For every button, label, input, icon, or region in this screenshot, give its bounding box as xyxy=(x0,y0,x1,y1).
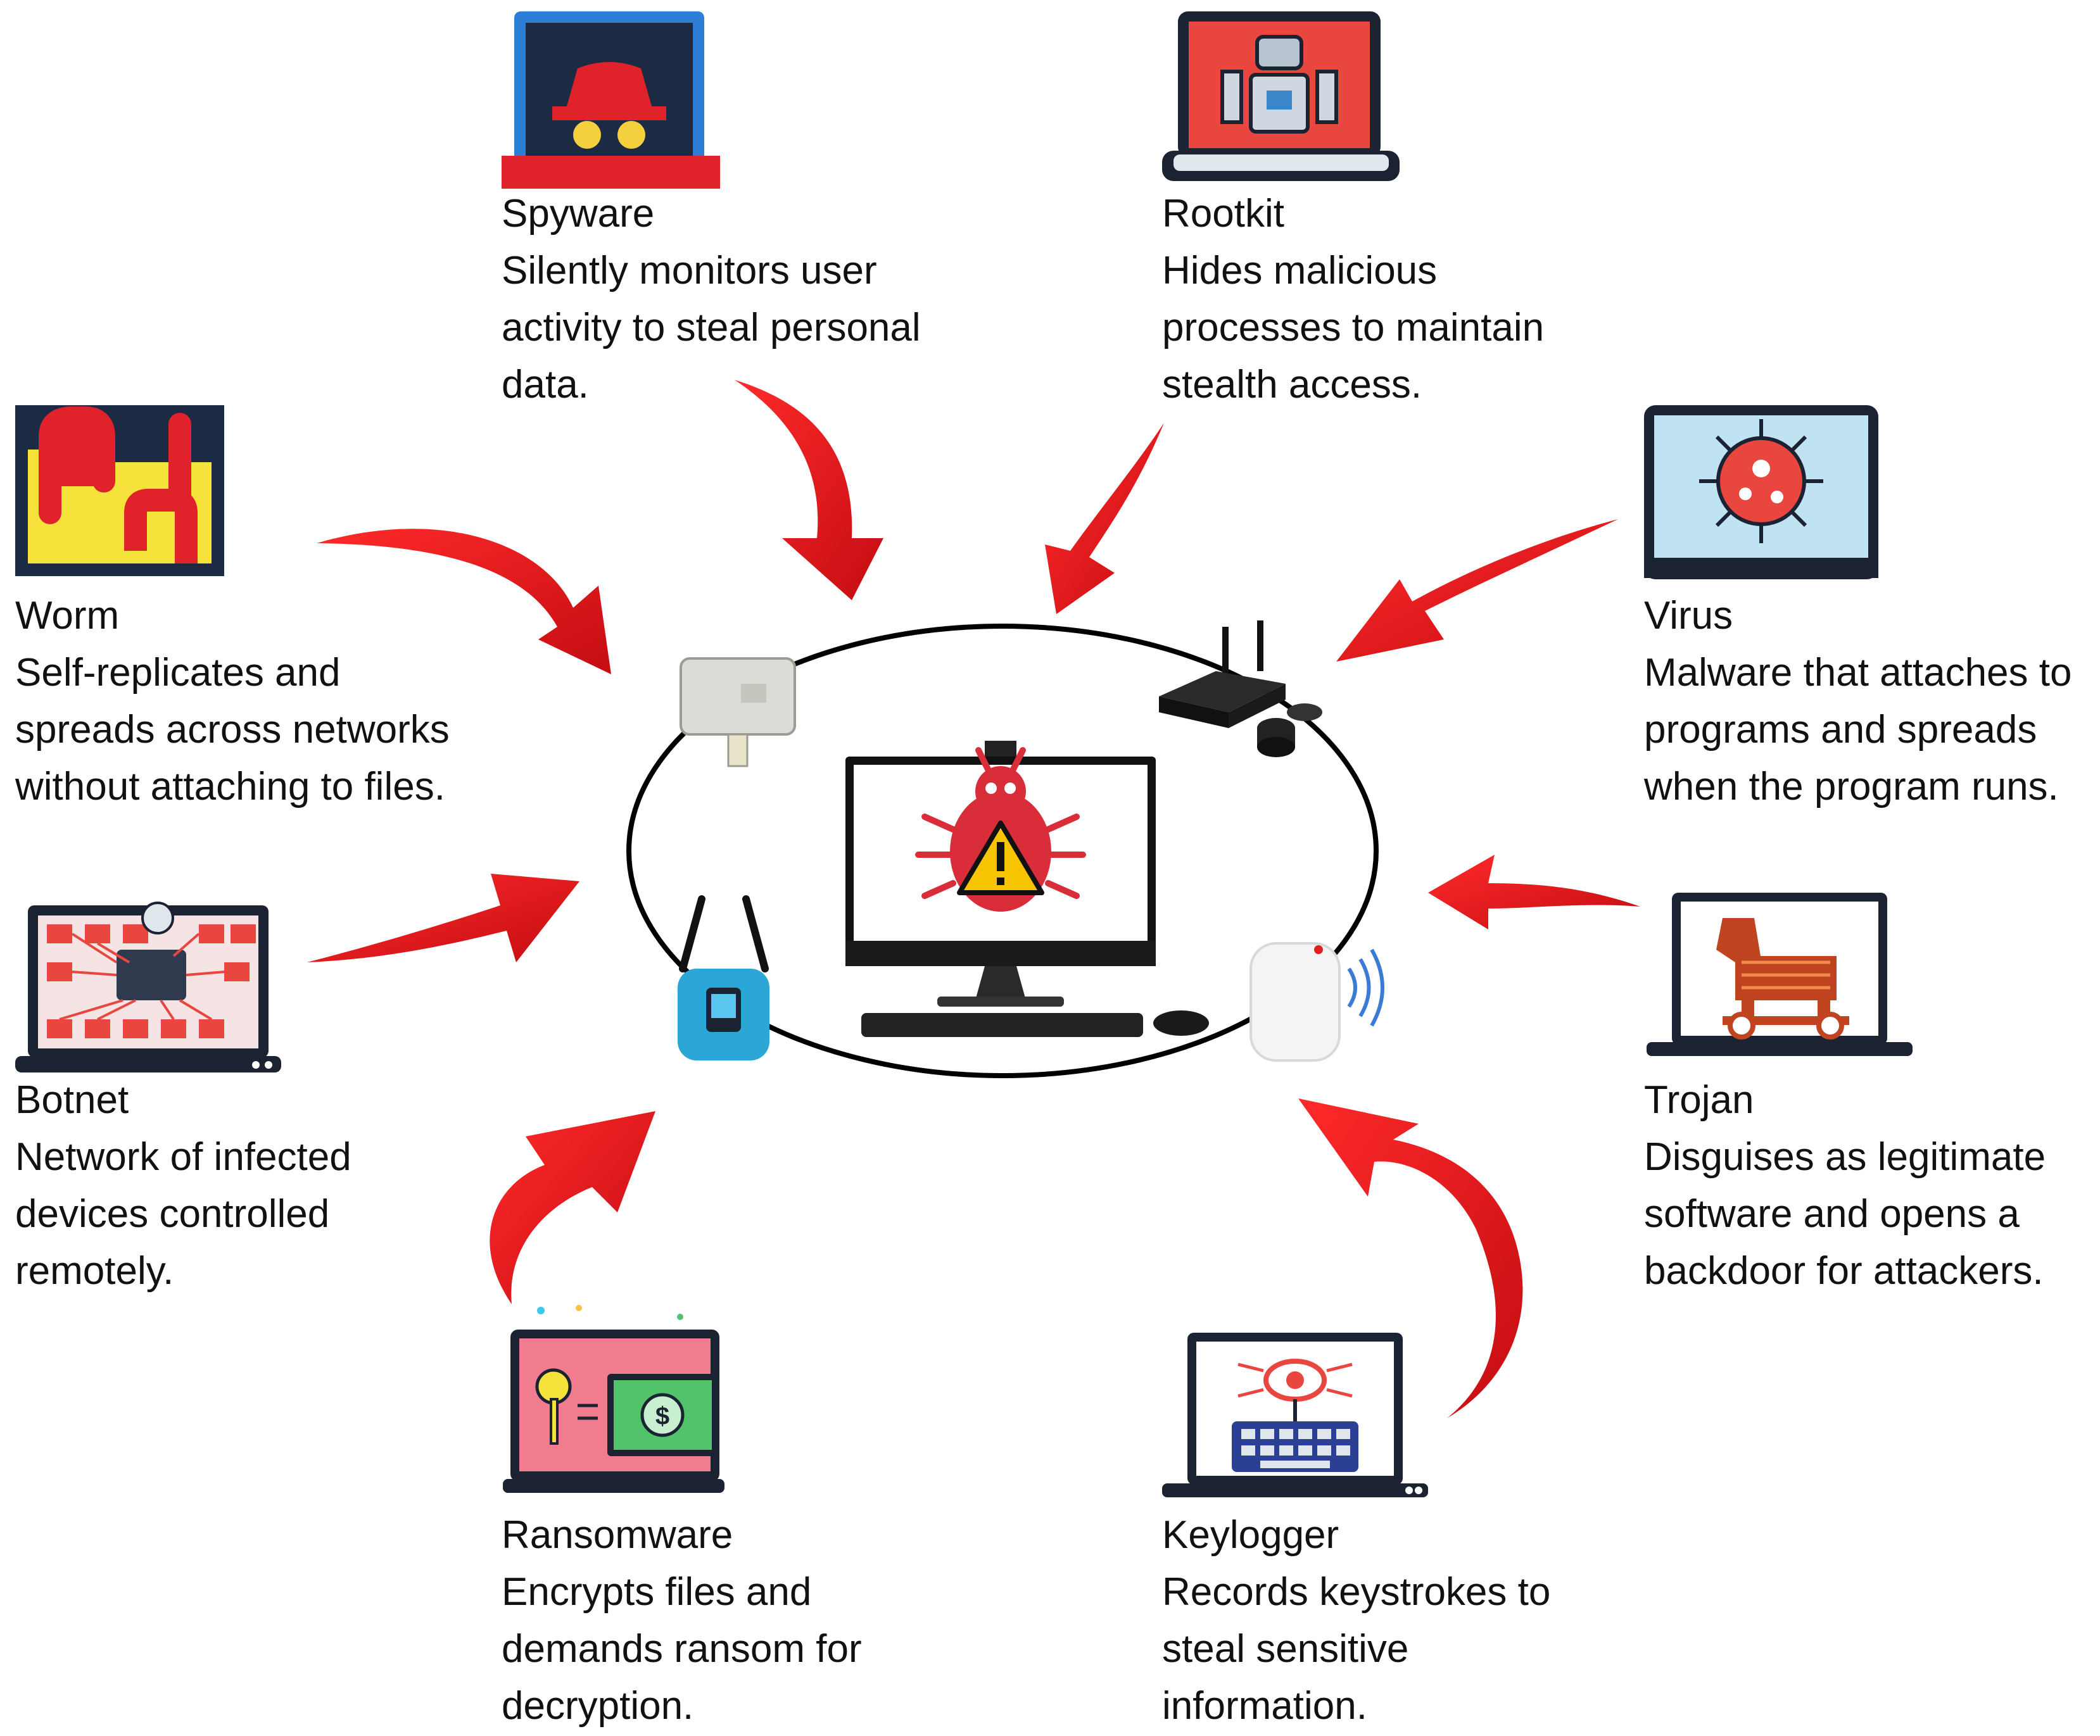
rootkit-description: Rootkit Hides malicious processes to mai… xyxy=(1162,186,1544,413)
worm-title: Worm xyxy=(15,594,120,638)
botnet-laptop-icon xyxy=(15,902,281,1072)
worm-folder-icon xyxy=(15,405,224,576)
arrow-trojan xyxy=(1428,855,1640,929)
spyware-line-2: activity to steal personal xyxy=(502,306,921,349)
ransomware-line-1: Encrypts files and xyxy=(502,1570,812,1614)
arrow-rootkit xyxy=(1045,423,1164,614)
keylogger-line-2: steal sensitive xyxy=(1162,1627,1409,1671)
spyware-laptop-icon xyxy=(502,11,720,189)
trojan-description: Trojan Disguises as legitimate software … xyxy=(1644,1072,2046,1300)
keylogger-laptop-icon xyxy=(1162,1333,1428,1497)
keylogger-title: Keylogger xyxy=(1162,1513,1339,1557)
ransomware-line-2: demands ransom for xyxy=(502,1627,862,1671)
botnet-line-2: devices controlled xyxy=(15,1192,330,1236)
virus-line-3: when the program runs. xyxy=(1644,765,2059,808)
arrow-ransomware xyxy=(490,1111,655,1304)
spyware-line-3: data. xyxy=(502,363,589,406)
rootkit-title: Rootkit xyxy=(1162,192,1284,236)
keylogger-description: Keylogger Records keystrokes to steal se… xyxy=(1162,1507,1550,1735)
ransomware-laptop-icon: $ xyxy=(503,1305,724,1493)
trojan-title: Trojan xyxy=(1644,1078,1754,1122)
virus-title: Virus xyxy=(1644,594,1733,638)
arrow-worm xyxy=(317,529,611,674)
rootkit-line-1: Hides malicious xyxy=(1162,249,1438,292)
botnet-title: Botnet xyxy=(15,1078,129,1122)
iot-gateway-icon xyxy=(1159,620,1322,757)
botnet-description: Botnet Network of infected devices contr… xyxy=(15,1072,351,1300)
virus-description: Virus Malware that attaches to programs … xyxy=(1644,588,2072,815)
arrow-spyware xyxy=(735,380,883,600)
rootkit-line-3: stealth access. xyxy=(1162,363,1422,406)
trojan-line-2: software and opens a xyxy=(1644,1192,2020,1236)
arrows xyxy=(307,380,1640,1418)
worm-line-1: Self-replicates and xyxy=(15,651,341,695)
spyware-line-1: Silently monitors user xyxy=(502,249,877,292)
ransomware-description: Ransomware Encrypts files and demands ra… xyxy=(502,1507,862,1735)
virus-line-1: Malware that attaches to xyxy=(1644,651,2072,695)
svg-text:$: $ xyxy=(655,1402,669,1430)
network-ring xyxy=(626,624,1379,1078)
worm-line-3: without attaching to files. xyxy=(15,765,445,808)
motion-sensor-icon xyxy=(1249,942,1384,1062)
spyware-title: Spyware xyxy=(502,192,655,236)
botnet-line-1: Network of infected xyxy=(15,1135,351,1179)
arrow-botnet xyxy=(307,874,579,962)
keylogger-line-1: Records keystrokes to xyxy=(1162,1570,1551,1614)
virus-laptop-icon xyxy=(1644,405,1878,579)
botnet-line-3: remotely. xyxy=(15,1249,174,1293)
trojan-line-1: Disguises as legitimate xyxy=(1644,1135,2046,1179)
ransomware-line-3: decryption. xyxy=(502,1684,694,1728)
rootkit-line-2: processes to maintain xyxy=(1162,306,1545,349)
infected-computer-bug-warning-icon xyxy=(845,741,1209,1037)
trojan-line-3: backdoor for attackers. xyxy=(1644,1249,2044,1293)
rootkit-laptop-icon xyxy=(1162,11,1400,181)
sensor-device-icon xyxy=(680,657,796,767)
arrow-virus xyxy=(1336,519,1618,662)
virus-line-2: programs and spreads xyxy=(1644,708,2037,752)
keylogger-line-3: information. xyxy=(1162,1684,1367,1728)
worm-description: Worm Self-replicates and spreads across … xyxy=(15,588,450,815)
wireless-router-icon xyxy=(678,895,769,1060)
trojan-horse-laptop-icon xyxy=(1647,893,1913,1056)
ransomware-title: Ransomware xyxy=(502,1513,733,1557)
worm-line-2: spreads across networks xyxy=(15,708,450,752)
arrow-keylogger xyxy=(1298,1098,1523,1418)
spyware-description: Spyware Silently monitors user activity … xyxy=(502,186,921,413)
